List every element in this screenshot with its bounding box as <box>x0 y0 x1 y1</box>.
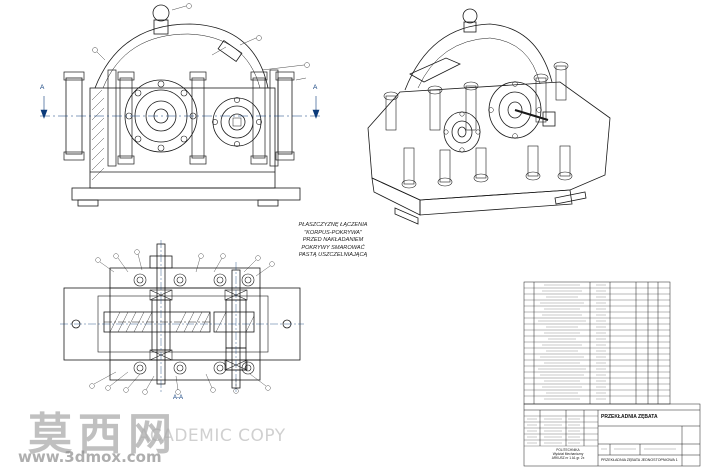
note-line: PRZED NAKŁADANIEM <box>302 237 364 244</box>
note-line: PŁASZCZYZNĘ ŁĄCZENIA <box>298 222 368 228</box>
parts-list-table <box>523 281 671 405</box>
section-caption: A-A <box>173 395 184 401</box>
watermark-url: www.3dmox.com <box>18 448 162 466</box>
title-block-title: PRZEKŁADNIA ZĘBATA <box>601 414 658 420</box>
note-line: "KORPUS-POKRYWA" <box>304 229 362 236</box>
title-block-school: POLITECHNIKA Wydział Mechaniczny ARKUSZ … <box>540 448 596 460</box>
section-mark-left: A <box>40 84 45 91</box>
school-line: ARKUSZ nr 1 A1 gr. 2x <box>551 456 585 460</box>
section-mark-right: A <box>313 84 318 91</box>
title-block <box>523 403 701 467</box>
watermark-logo: 莫西网 <box>28 409 178 460</box>
note-line: POKRYWY SMAROWAĆ <box>301 244 365 251</box>
school-line: Wydział Mechaniczny <box>552 452 584 456</box>
title-block-subtitle: PRZEKŁADNIA ZĘBATA JEDNOSTOPNIOWA 1 <box>601 458 678 462</box>
front-view <box>63 3 310 207</box>
section-line-a-a <box>40 96 320 119</box>
note-line: PASTĄ USZCZELNIAJĄCĄ <box>298 252 368 259</box>
school-line: POLITECHNIKA <box>556 448 580 452</box>
watermark-academic-copy: ACADEMIC COPY <box>138 426 286 446</box>
isometric-view <box>367 8 611 225</box>
section-view <box>60 240 304 395</box>
assembly-note: PŁASZCZYZNĘ ŁĄCZENIA "KORPUS-POKRYWA" PR… <box>283 222 383 260</box>
